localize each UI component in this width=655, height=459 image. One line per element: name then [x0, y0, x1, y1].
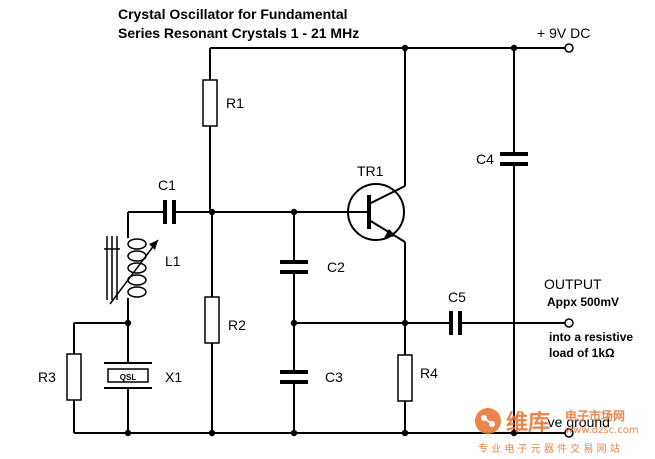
supply-terminal[interactable] [564, 43, 574, 53]
c1-label: C1 [158, 177, 176, 193]
watermark-site: 电子市场网 [565, 408, 625, 423]
x1-label: X1 [165, 369, 182, 385]
watermark-brand: 维库 [506, 410, 550, 436]
capacitor-c5 [449, 311, 574, 335]
load-line-1: into a resistive [549, 330, 633, 344]
capacitor-c3 [280, 323, 308, 433]
l1-label: L1 [165, 253, 181, 269]
resistor-r1 [202, 48, 218, 212]
c3-label: C3 [325, 369, 343, 385]
c2-label: C2 [327, 259, 345, 275]
watermark: 维库 电子市场网 www.dzsc.com 专 业 电 子 元 器 件 交 易 … [475, 408, 639, 455]
watermark-url: www.dzsc.com [565, 425, 639, 436]
output-terminal[interactable] [564, 318, 574, 328]
crystal-marking: QSL [120, 373, 137, 382]
transistor-tr1 [347, 48, 406, 355]
inductor-l1 [104, 212, 159, 323]
c4-label: C4 [476, 151, 494, 167]
base-node [176, 208, 360, 216]
ground-terminal[interactable] [564, 428, 574, 438]
ground-label: -ve ground [543, 414, 610, 430]
output-level: Appx 500mV [547, 295, 619, 309]
watermark-logo-icon [475, 408, 501, 434]
capacitor-c4 [500, 48, 528, 433]
title-line-1: Crystal Oscillator for Fundamental [118, 6, 348, 22]
r2-label: R2 [228, 317, 246, 333]
title-line-2: Series Resonant Crystals 1 - 21 MHz [118, 25, 359, 41]
capacitor-c1 [128, 200, 176, 224]
capacitor-c2 [280, 212, 308, 323]
resistor-r4 [397, 354, 413, 433]
crystal-x1 [104, 323, 152, 433]
c5-label: C5 [448, 289, 466, 305]
supply-label: + 9V DC [537, 25, 590, 41]
ground-rail [74, 428, 574, 438]
supply-rail [210, 43, 574, 53]
emitter-node [294, 319, 449, 327]
r4-label: R4 [420, 365, 438, 381]
watermark-tagline: 专 业 电 子 元 器 件 交 易 网 站 [478, 442, 620, 455]
output-label: OUTPUT [544, 276, 602, 292]
r1-label: R1 [226, 95, 244, 111]
r3-label: R3 [38, 369, 56, 385]
resistor-r2 [204, 212, 220, 433]
load-line-2: load of 1kΩ [549, 346, 615, 360]
tr1-label: TR1 [357, 163, 384, 179]
